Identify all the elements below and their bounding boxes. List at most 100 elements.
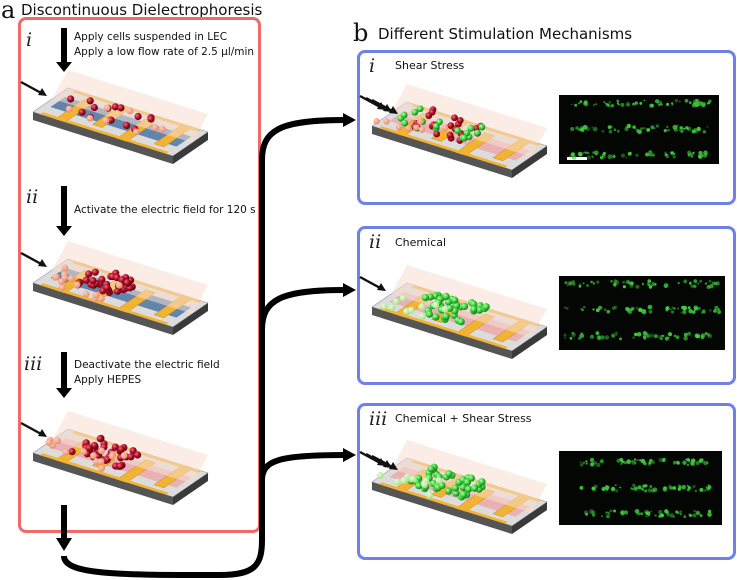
device-step-ii (20, 241, 209, 335)
flow-arrow (20, 421, 44, 437)
pdms-cover (391, 84, 547, 157)
cell (68, 448, 76, 456)
micrograph-combined-spot (640, 512, 644, 516)
micrograph-shear-spot (692, 151, 695, 154)
micrograph-combined-spot (672, 460, 677, 465)
micrograph-chemical-spot (564, 281, 568, 285)
cell (438, 481, 446, 490)
micrograph-combined-spot (609, 509, 613, 513)
cell (420, 481, 428, 488)
micrograph-combined-spot (590, 462, 595, 467)
micrograph-shear-spot (650, 125, 655, 130)
micrograph-chemical-spot (706, 285, 711, 289)
step-arrow-shaft-3 (61, 352, 67, 389)
micrograph-shear-spot (570, 127, 575, 131)
micrograph-shear-spot (673, 153, 676, 155)
micrograph-chemical-spot (611, 333, 616, 338)
micrograph-chemical-spot (687, 331, 691, 336)
cell (478, 478, 486, 486)
micrograph-combined-spot (633, 458, 637, 461)
micrograph-chemical-spot (569, 336, 573, 340)
micrograph-shear-spot (608, 129, 613, 134)
chip-base-front (33, 112, 173, 164)
micrograph-chemical-spot (582, 282, 585, 285)
connector-arrowhead-2 (343, 283, 356, 297)
micrograph-shear-spot (592, 103, 596, 107)
chip-base-front (372, 482, 512, 534)
cell (97, 458, 105, 465)
micrograph-chemical-spot (634, 332, 638, 337)
cell (394, 478, 401, 486)
cell (407, 306, 415, 314)
device-shear (359, 84, 548, 178)
connector-chemical (259, 287, 346, 331)
micrograph-combined-spot (632, 483, 636, 487)
micrograph-combined-spot (703, 461, 706, 464)
cell (415, 482, 423, 490)
micrograph-shear-spot (577, 151, 583, 157)
cell (111, 443, 119, 451)
cell (376, 472, 384, 479)
micrograph-shear-spot (670, 151, 673, 155)
micrograph-combined-spot (591, 486, 596, 491)
micrograph-chemical-spot (632, 336, 636, 340)
micrograph-chemical-spot (598, 305, 603, 310)
micrograph-combined-spot (692, 484, 696, 489)
micrograph-combined-spot (654, 514, 657, 517)
cell (425, 310, 433, 318)
cell (61, 264, 69, 272)
micrograph-combined-spot (650, 488, 656, 493)
micrograph-combined-spot (635, 487, 638, 490)
micrograph-combined-spot (658, 510, 663, 515)
mechanism-ii-numeral: ii (369, 231, 382, 253)
step-i-line-1: Apply cells suspended in LEC (74, 31, 228, 43)
micrograph-chemical-spot (606, 309, 610, 314)
cell (98, 465, 106, 472)
micrograph-shear-spot (654, 99, 660, 104)
micrograph-shear-spot (581, 130, 584, 133)
cell (456, 117, 464, 124)
device-chemical (359, 265, 548, 359)
micrograph-chemical-spot (709, 309, 712, 312)
cell (82, 290, 90, 298)
micrograph-combined-spot (669, 486, 674, 490)
step-arrowhead-1 (56, 62, 72, 72)
chip-base-side (512, 146, 547, 178)
micrograph-shear-spot (680, 129, 684, 133)
device-step-iii (20, 411, 209, 505)
chip-base-front (33, 283, 173, 335)
connector-arrowhead-1 (343, 113, 356, 127)
cell (432, 301, 440, 309)
micrograph-combined-spot (623, 461, 627, 465)
flow-arrow (371, 98, 395, 114)
micrograph-shear-spot (658, 104, 661, 107)
micrograph-chemical-spot (673, 334, 677, 338)
cell (380, 303, 388, 310)
device-combined (359, 440, 548, 534)
cell (58, 284, 66, 291)
micrograph-combined-spot (687, 458, 691, 462)
micrograph-chemical-spot (693, 285, 696, 287)
cell (470, 305, 478, 313)
microchannel (389, 291, 531, 342)
micrograph-chemical-spot (590, 334, 594, 339)
micrograph-combined-spot (592, 513, 596, 517)
cell (467, 474, 475, 482)
micrograph-combined-spot (620, 463, 623, 465)
cell (446, 304, 454, 312)
micrograph-shear-spot (707, 101, 710, 105)
micrograph-combined-spot (707, 484, 710, 487)
micrograph-shear-spot (674, 99, 678, 103)
micrograph-chemical-spot (613, 305, 618, 310)
micrograph-shear-spot (663, 128, 667, 133)
micrograph-combined-spot (637, 513, 640, 515)
micrograph-combined-spot (651, 460, 656, 465)
micrograph-chemical-spot (648, 309, 653, 314)
micrograph-combined-spot (634, 509, 640, 514)
micrograph-combined-spot (658, 515, 661, 518)
mechanism-i-label: Shear Stress (395, 59, 465, 72)
micrograph-shear-spot (671, 103, 674, 106)
micrograph-shear-spot (572, 155, 577, 160)
device-step-i (20, 70, 209, 164)
micrograph-shear-spot (603, 101, 606, 103)
